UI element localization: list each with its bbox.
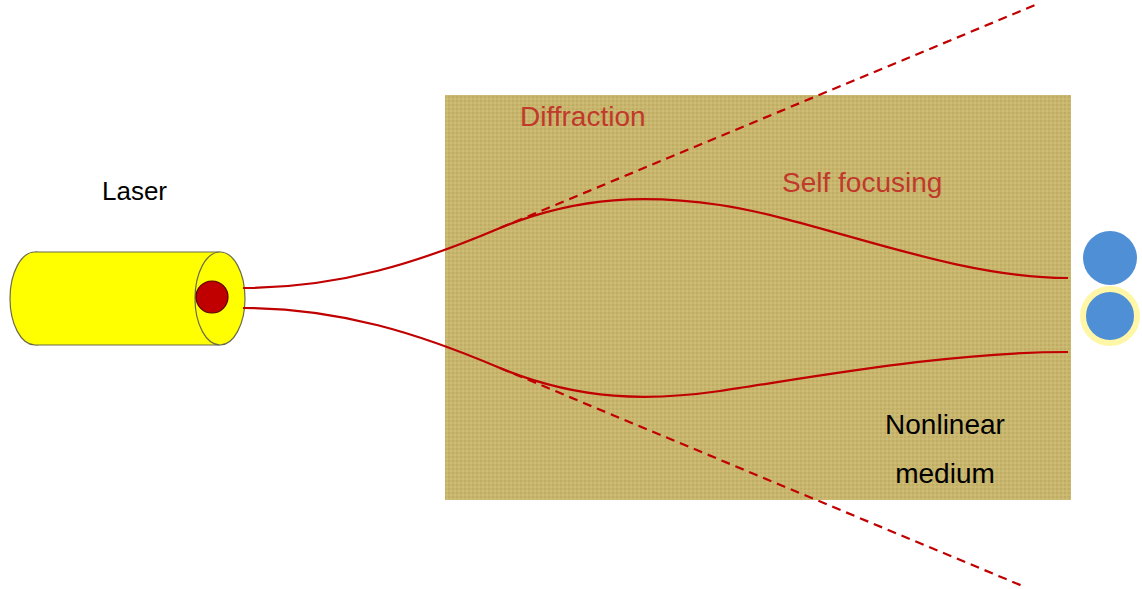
beam-spot xyxy=(1083,231,1137,285)
laser-aperture xyxy=(196,281,228,313)
laser-beam xyxy=(243,199,1068,397)
laser-cylinder xyxy=(10,252,245,345)
diffraction-line xyxy=(500,3,1040,587)
node-label: Nonlinear medium xyxy=(865,400,1025,498)
effect-label: Diffraction xyxy=(520,100,646,134)
node-label: Laser xyxy=(10,176,259,207)
beam-spot-focused xyxy=(1083,289,1137,343)
effect-label: Self focusing xyxy=(782,166,942,200)
medium-block xyxy=(445,95,1071,500)
nonlinear-medium: Nonlinear medium xyxy=(445,95,1071,502)
laser-source: Laser xyxy=(10,172,259,350)
